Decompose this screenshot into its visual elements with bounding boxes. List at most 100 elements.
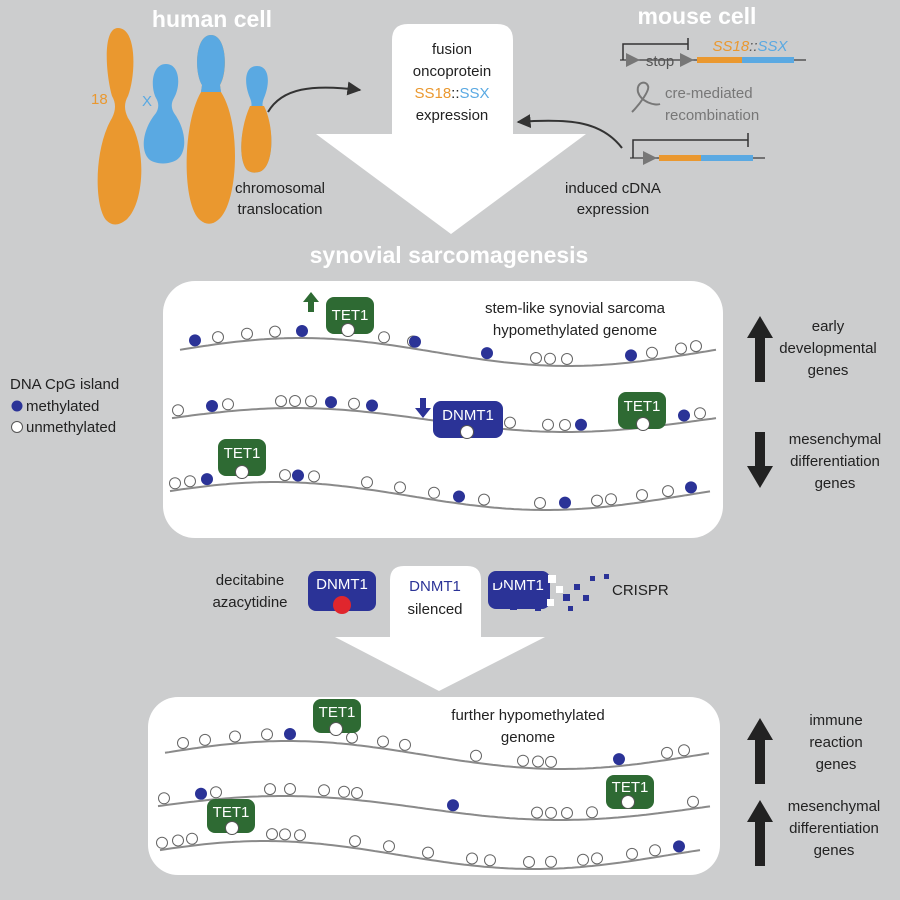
unmethylated-cpg (504, 416, 516, 429)
translocation-caption-1: chromosomal (235, 180, 325, 197)
legend-methylated-dot (11, 400, 23, 412)
svg-text:TET1: TET1 (213, 804, 250, 821)
unmethylated-cpg (646, 346, 658, 359)
recombination-text-1: cre-mediated (665, 85, 753, 102)
unmethylated-cpg (266, 828, 278, 841)
unmethylated-cpg (308, 470, 320, 483)
unmethylated-cpg (561, 807, 573, 819)
dnmt1-fragment (535, 605, 541, 611)
legend-title: DNA CpG island (10, 376, 119, 393)
unmethylated-cpg (210, 786, 222, 799)
legend-methylated-label: methylated (26, 398, 99, 415)
induced-arrow (516, 114, 623, 149)
recombined-construct (630, 133, 765, 165)
mesenchymal-genes-down-arrow-icon (747, 432, 773, 488)
unmethylated-cpg (534, 497, 546, 509)
dna-strands-panel2 (156, 728, 711, 870)
unmethylated-cpg (346, 731, 358, 744)
chromosome-derivative-18 (186, 35, 235, 224)
unmethylated-cpg (466, 852, 478, 865)
dna-strands-panel1 (169, 325, 717, 511)
legend-unmethylated-dot (11, 421, 23, 433)
cre-loop-icon (631, 81, 661, 113)
unmethylated-cpg (348, 397, 360, 410)
dna-strand (157, 795, 711, 821)
unmethylated-cpg (694, 407, 706, 420)
unmethylated-cpg (532, 755, 544, 768)
chromosome-18 (97, 28, 142, 225)
immune-genes-label-3: genes (816, 756, 857, 773)
unmethylated-cpg (338, 785, 350, 798)
unmethylated-cpg (517, 754, 529, 767)
mouse-cell-title: mouse cell (638, 3, 757, 29)
unmethylated-cpg (422, 846, 434, 859)
svg-text:DNMT1: DNMT1 (442, 407, 494, 424)
dnmt1-fragment (526, 600, 531, 605)
unmethylated-cpg (531, 806, 543, 819)
methylated-cpg (284, 728, 296, 740)
unmethylated-cpg (349, 835, 361, 848)
mesenchymal-genes-up-label-1: mesenchymal (788, 798, 881, 815)
unmethylated-cpg (158, 792, 170, 805)
legend-unmethylated-label: unmethylated (26, 419, 116, 436)
tet1-enzyme: TET1 (313, 699, 361, 736)
svg-text:TET1: TET1 (624, 398, 661, 415)
unmethylated-cpg (186, 832, 198, 845)
unmethylated-cpg (661, 746, 673, 759)
mesenchymal-genes-up-label-2: differentiation (789, 820, 879, 837)
dnmt1-fragmented: DNMT1 (488, 571, 609, 611)
immune-genes-up-arrow-icon (747, 718, 773, 784)
unmethylated-cpg (545, 806, 557, 819)
dnmt1-fragment (492, 574, 501, 583)
unmethylated-cpg (377, 735, 389, 748)
unmethylated-cpg (294, 829, 306, 842)
unmethylated-cpg (636, 489, 648, 502)
dna-strand (169, 481, 711, 511)
methylated-cpg (325, 396, 337, 409)
inhibitor-drug-icon (333, 596, 351, 614)
methylated-cpg (201, 473, 213, 486)
unmethylated-cpg (478, 493, 490, 506)
methylated-cpg (559, 496, 571, 509)
unmethylated-cpg (559, 419, 571, 431)
unmethylated-cpg (172, 404, 184, 417)
unmethylated-cpg (361, 476, 373, 489)
svg-text:TET1: TET1 (332, 307, 369, 324)
methylated-cpg (453, 490, 465, 503)
dnmt1-fragment (510, 603, 517, 610)
silenced-label-1: DNMT1 (409, 578, 461, 595)
unmethylated-cpg (156, 836, 168, 849)
fusion-gene-name: SS18::SSX (414, 85, 489, 102)
dnmt1-down-arrow-icon (415, 398, 431, 418)
fusion-arrow (316, 24, 586, 234)
dnmt1-fragment (590, 576, 595, 581)
dna-strand (179, 337, 717, 367)
methylated-cpg (447, 799, 459, 812)
unmethylated-cpg (269, 325, 281, 338)
early-genes-up-arrow-icon (747, 316, 773, 382)
unmethylated-cpg (279, 828, 291, 841)
methylated-cpg (625, 349, 637, 362)
panel1-title-1: stem-like synovial sarcoma (485, 300, 666, 317)
crispr-label: CRISPR (612, 582, 669, 599)
fusion-text-2: oncoprotein (413, 63, 491, 80)
unmethylated-cpg (184, 475, 196, 488)
methylated-cpg (296, 325, 308, 337)
dnmt1-fragment (556, 586, 563, 593)
unmethylated-cpg (484, 854, 496, 867)
tet1-enzyme: TET1 (207, 799, 255, 835)
methylated-cpg (409, 335, 421, 348)
mesenchymal-genes-label-2: differentiation (790, 453, 880, 470)
unmethylated-cpg (605, 493, 617, 506)
chromosome-x (143, 64, 185, 164)
tet1-enzyme: TET1 (606, 775, 654, 809)
tet1-up-arrow-icon (303, 292, 319, 312)
mesenchymal-genes-up-label-3: genes (814, 842, 855, 859)
unmethylated-cpg (177, 737, 189, 749)
svg-text:TET1: TET1 (319, 704, 356, 721)
panel1-title-2: hypomethylated genome (493, 322, 657, 339)
tet1-enzyme: TET1 (218, 439, 266, 479)
unmethylated-cpg (275, 395, 287, 408)
unmethylated-cpg (229, 730, 241, 743)
